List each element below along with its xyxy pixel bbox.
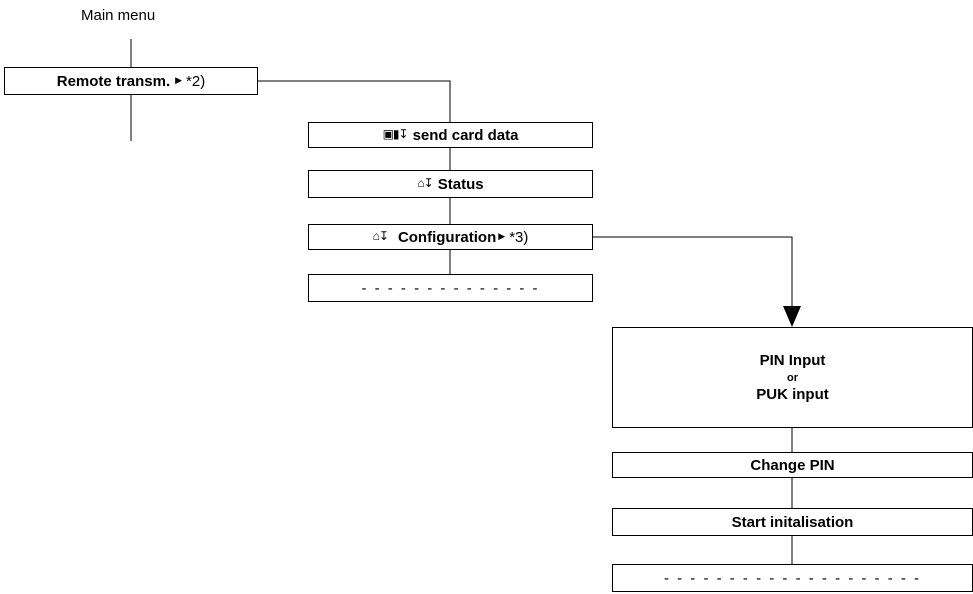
placeholder-dashes: - - - - - - - - - - - - - - xyxy=(361,279,540,297)
down-arrow-icon xyxy=(783,306,801,327)
configuration-label: Configuration xyxy=(397,228,497,246)
placeholder-dashes: - - - - - - - - - - - - - - - - - - - - xyxy=(663,569,922,587)
change-pin-box[interactable]: Change PIN xyxy=(612,452,973,478)
submenu-placeholder-box: - - - - - - - - - - - - - - xyxy=(308,274,593,302)
puk-input-label: PUK input xyxy=(756,385,829,403)
send-card-data-label: send card data xyxy=(412,126,519,144)
configuration-note: *3) xyxy=(509,228,529,246)
house-down-icon: ⌂↧ xyxy=(417,176,433,190)
or-label: or xyxy=(787,371,798,384)
config-to-pin-line xyxy=(593,236,793,308)
house-down-icon: ⌂↧ xyxy=(372,229,389,243)
remote-to-submenu-line xyxy=(258,80,451,122)
main-menu-label: Main menu xyxy=(81,7,156,24)
pin-puk-input-box[interactable]: PIN Input or PUK input xyxy=(612,327,973,428)
remote-transm-box[interactable]: Remote transm. ▶ *2) xyxy=(4,67,258,95)
status-label: Status xyxy=(437,175,484,193)
right-triangle-icon: ▶ xyxy=(175,74,183,85)
remote-transm-label: Remote transm. xyxy=(56,72,171,90)
remote-transm-note: *2) xyxy=(186,72,206,90)
send-card-data-box[interactable]: ▣▮↧ send card data xyxy=(308,122,593,148)
right-triangle-icon: ▶ xyxy=(498,230,506,241)
config-placeholder-box: - - - - - - - - - - - - - - - - - - - - xyxy=(612,564,973,592)
start-initialisation-label: Start initalisation xyxy=(731,513,854,531)
status-box[interactable]: ⌂↧ Status xyxy=(308,170,593,198)
pin-input-label: PIN Input xyxy=(759,351,826,369)
start-initialisation-box[interactable]: Start initalisation xyxy=(612,508,973,536)
configuration-box[interactable]: ⌂↧ Configuration ▶ *3) xyxy=(308,224,593,250)
card-transfer-icon: ▣▮↧ xyxy=(382,127,409,141)
change-pin-label: Change PIN xyxy=(750,456,835,474)
